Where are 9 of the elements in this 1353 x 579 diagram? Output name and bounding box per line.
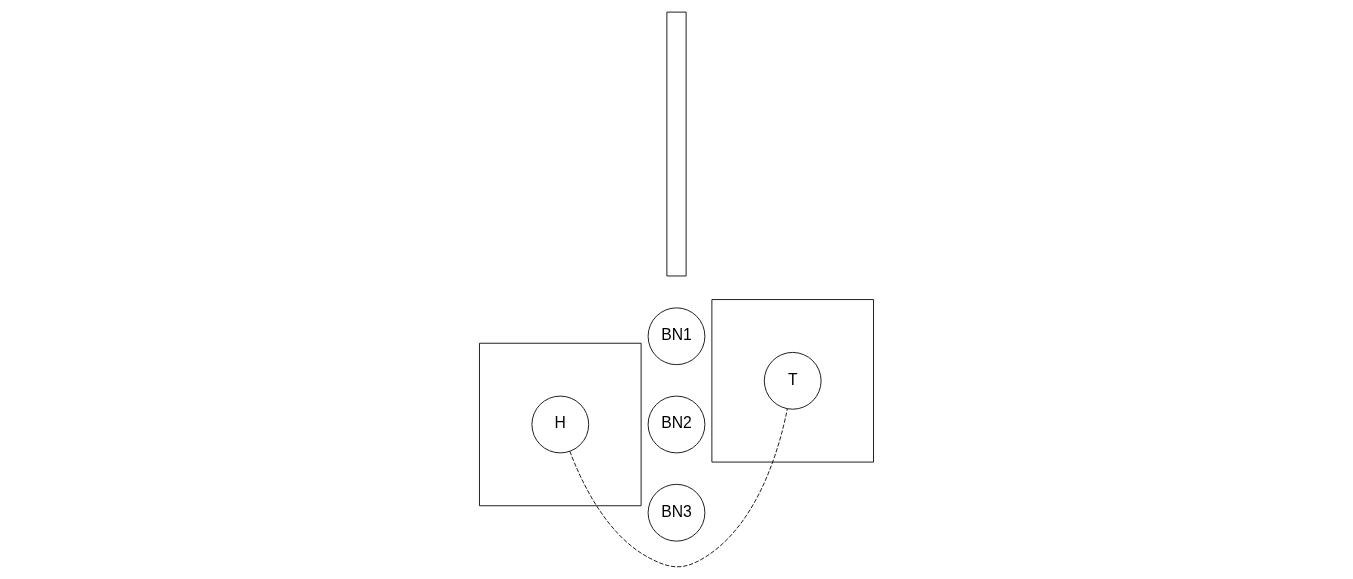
connector	[569, 408, 788, 568]
node-circle: T	[763, 352, 822, 410]
node-circle: BN1	[647, 307, 706, 366]
node-circle: BN3	[647, 483, 706, 542]
cluster	[711, 299, 874, 463]
node-bar	[666, 11, 687, 277]
node-circle: BN2	[647, 395, 706, 454]
cluster	[479, 342, 642, 507]
node-circle: H	[531, 395, 590, 454]
